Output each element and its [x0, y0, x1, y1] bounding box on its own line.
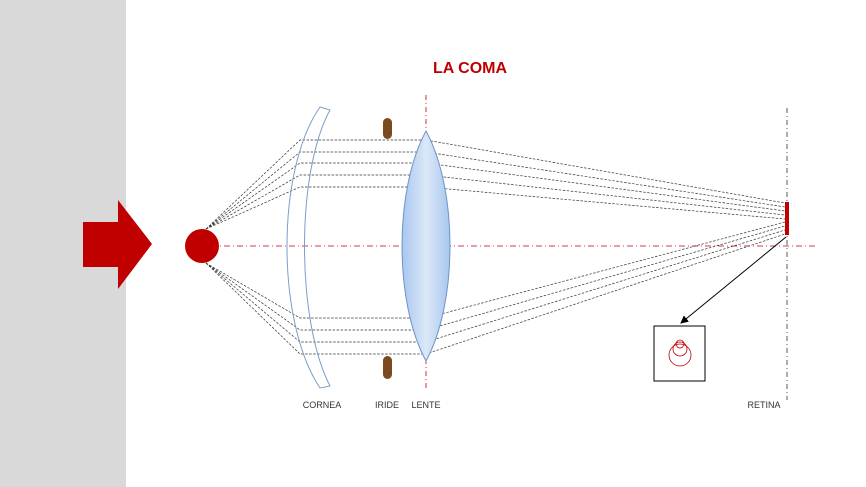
label-cornea: CORNEA [303, 400, 342, 410]
lens-shape [401, 129, 451, 363]
coma-spot-inset [653, 325, 706, 382]
coma-circle-medium [672, 341, 688, 357]
ray-lower [205, 229, 786, 343]
cornea-shape [286, 106, 331, 389]
right-arrow-icon [83, 200, 152, 289]
label-lente: LENTE [411, 400, 440, 410]
coma-circle-small [675, 339, 685, 349]
iris-lower [383, 356, 392, 379]
ray-lower [205, 221, 786, 319]
label-iride: IRIDE [375, 400, 399, 410]
ray-upper [205, 139, 786, 230]
light-rays [205, 139, 786, 355]
ray-upper [205, 174, 786, 230]
coma-circle-large [668, 343, 692, 367]
ray-lower [205, 233, 786, 355]
diagram-title: LA COMA [433, 60, 508, 77]
ray-upper [205, 162, 786, 230]
ray-lower [205, 225, 786, 331]
ray-upper [205, 186, 786, 230]
ray-upper [205, 151, 786, 230]
iris-upper [383, 118, 392, 139]
retina-spot [785, 202, 789, 235]
light-source-dot [185, 229, 219, 263]
inset-pointer-arrow [680, 236, 787, 324]
label-retina: RETINA [747, 400, 780, 410]
